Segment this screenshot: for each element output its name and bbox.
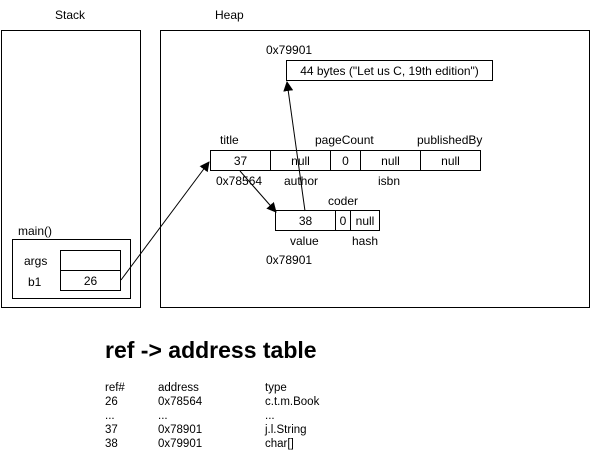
string-value-cell: 38	[275, 210, 336, 231]
table-cell-ref: 26	[105, 396, 118, 408]
string-address: 0x78901	[266, 253, 313, 267]
string-bytes-box: 44 bytes ("Let us C, 19th edition")	[286, 60, 493, 81]
table-cell-address: 0x78564	[158, 396, 203, 408]
book-title-cell: 37	[210, 150, 271, 171]
stack-label: Stack	[55, 8, 86, 22]
book-address: 0x78564	[216, 174, 263, 188]
main-frame-label: main()	[18, 224, 53, 238]
table-title: ref -> address table	[105, 337, 317, 363]
title-field-label: title	[220, 133, 239, 147]
args-cell	[60, 250, 121, 271]
table-header-type: type	[265, 382, 287, 394]
publishedby-field-label: publishedBy	[417, 133, 483, 147]
table-cell-address: 0x78901	[158, 424, 203, 436]
table-cell-type: char[]	[265, 438, 294, 450]
table-cell-ref: 38	[105, 438, 118, 450]
book-pagecount-cell: 0	[330, 150, 361, 171]
pagecount-field-label: pageCount	[315, 133, 374, 147]
hash-field-label: hash	[352, 234, 379, 248]
isbn-field-label: isbn	[378, 174, 401, 188]
value-field-label: value	[290, 234, 319, 248]
heap-label: Heap	[215, 8, 244, 22]
string-coder-cell: 0	[335, 210, 351, 231]
string-bytes-address: 0x79901	[266, 43, 313, 57]
table-header-ref: ref#	[105, 382, 125, 394]
table-cell-address: ...	[158, 410, 168, 422]
b1-cell: 26	[60, 270, 121, 291]
coder-field-label: coder	[328, 194, 359, 208]
table-cell-address: 0x79901	[158, 438, 203, 450]
string-hash-cell: null	[350, 210, 380, 231]
args-label: args	[24, 254, 48, 268]
table-cell-type: j.l.String	[265, 424, 307, 436]
author-field-label: author	[284, 174, 319, 188]
b1-label: b1	[28, 275, 42, 289]
table-header-address: address	[158, 382, 199, 394]
table-cell-type: ...	[265, 410, 275, 422]
book-isbn-cell: null	[360, 150, 421, 171]
book-author-cell: null	[270, 150, 331, 171]
table-cell-ref: 37	[105, 424, 118, 436]
book-publishedby-cell: null	[420, 150, 481, 171]
table-cell-ref: ...	[105, 410, 115, 422]
table-cell-type: c.t.m.Book	[265, 396, 320, 408]
